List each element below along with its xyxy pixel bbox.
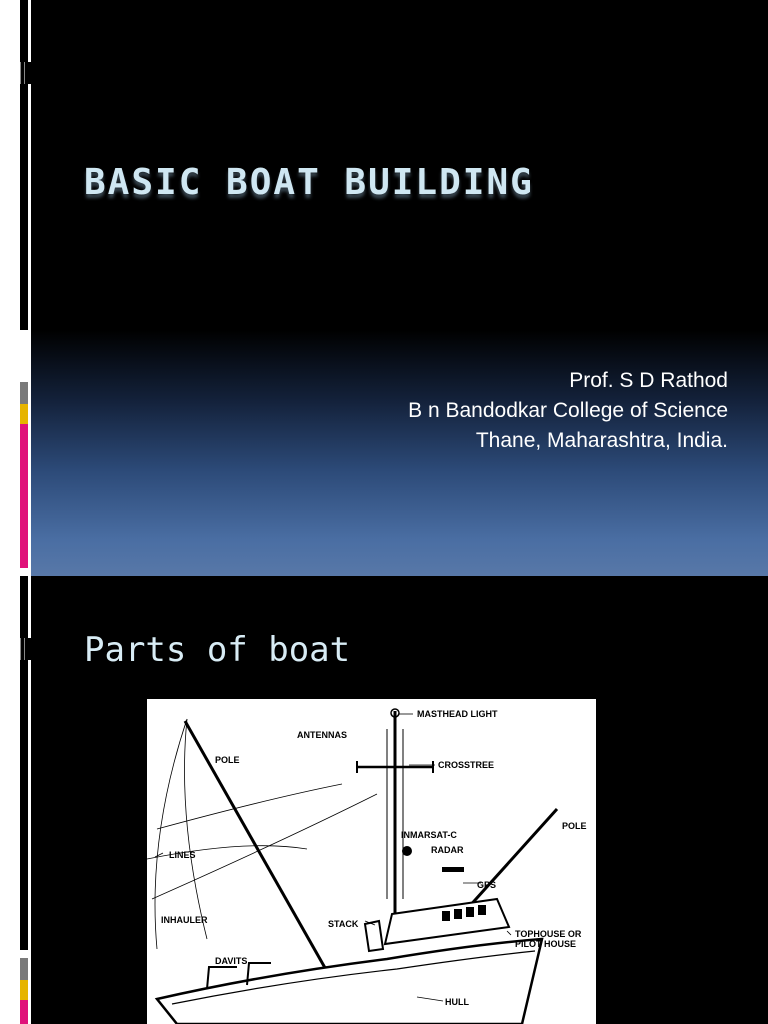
boat-diagram-svg: MASTHEAD LIGHT ANTENNAS CROSSTREE POLE P… — [147, 708, 587, 1024]
slide-title: BASIC BOAT BUILDING — [84, 162, 534, 203]
label-crosstree: CROSSTREE — [438, 760, 494, 770]
strip-gold-block — [20, 404, 28, 424]
author-college: B n Bandodkar College of Science — [408, 399, 728, 422]
label-pole-left: POLE — [215, 755, 240, 765]
label-tophouse: TOPHOUSE OR — [515, 929, 582, 939]
strip-magenta-block — [20, 424, 28, 568]
slide-left-strip — [0, 0, 31, 576]
label-pilot-house: PILOT HOUSE — [515, 939, 576, 949]
strip-gray-block — [20, 382, 28, 404]
stack — [363, 919, 385, 953]
label-lines: LINES — [169, 850, 196, 860]
label-davits: DAVITS — [215, 956, 247, 966]
davits — [206, 966, 237, 990]
masthead-light-icon — [390, 708, 400, 718]
label-inmarsat-c: INMARSAT-C — [401, 830, 457, 840]
pilot-house-windows — [442, 905, 486, 921]
author-name: Prof. S D Rathod — [569, 369, 728, 392]
boat-diagram: MASTHEAD LIGHT ANTENNAS CROSSTREE POLE P… — [147, 699, 596, 1024]
strip-magenta-block — [20, 1000, 28, 1024]
slide-left-strip — [0, 576, 31, 1024]
label-masthead-light: MASTHEAD LIGHT — [417, 709, 498, 719]
label-gps: GPS — [477, 880, 496, 890]
strip-dark-segment — [20, 576, 28, 950]
radar-icon — [442, 867, 464, 872]
strip-gold-block — [20, 980, 28, 1000]
label-inhauler: INHAULER — [161, 915, 208, 925]
right-pole-line — [465, 807, 559, 911]
pilot-house — [383, 897, 511, 946]
fishing-lines — [147, 718, 378, 950]
label-radar: RADAR — [431, 845, 464, 855]
left-pole-line — [183, 720, 339, 990]
strip-dark-segment — [20, 0, 28, 330]
strip-gray-block — [20, 958, 28, 980]
label-antennas: ANTENNAS — [297, 730, 347, 740]
author-location: Thane, Maharashtra, India. — [475, 429, 728, 452]
hull — [154, 937, 544, 1024]
label-pole-right: POLE — [562, 821, 587, 831]
author-info: Prof. S D Rathod B n Bandodkar College o… — [408, 366, 728, 456]
inmarsat-dome-icon — [402, 846, 412, 856]
leader-lines — [154, 713, 512, 1002]
title-slide: BASIC BOAT BUILDING Prof. S D Rathod B n… — [0, 0, 768, 576]
label-hull: HULL — [445, 997, 469, 1007]
slide-title: Parts of boat — [84, 630, 351, 670]
label-stack: STACK — [328, 919, 359, 929]
parts-of-boat-slide: Parts of boat — [0, 576, 768, 1024]
